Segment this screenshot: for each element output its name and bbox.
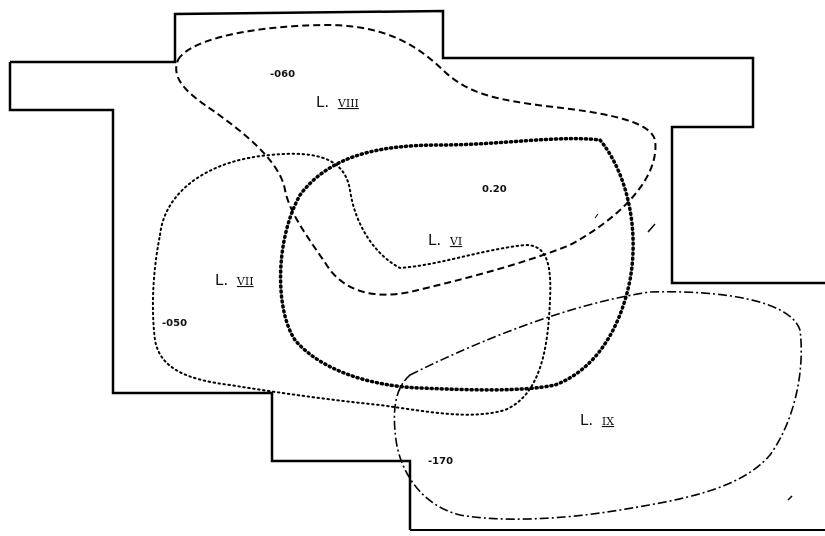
zone-vii-value: -050 [162,318,187,329]
zone-vii-label: L. VII [215,271,254,289]
zone-viii-label: L. VIII [316,93,359,111]
zone-vi-contour [278,136,635,392]
stray-mark [594,213,599,219]
plan-boundary-top [10,9,825,285]
stray-mark [787,495,793,501]
zone-ix-label: L. IX [580,411,614,429]
zone-vii-contour [151,152,552,416]
zone-vi-value: 0.20 [482,184,507,195]
zone-viii-value: -060 [270,69,295,80]
zone-ix-contour [393,290,803,520]
plan-boundary [8,62,412,530]
zone-viii-contour [175,23,657,296]
stray-mark [647,223,656,233]
zone-vi-label: L. VI [428,231,462,249]
zone-ix-value: -170 [428,456,453,467]
